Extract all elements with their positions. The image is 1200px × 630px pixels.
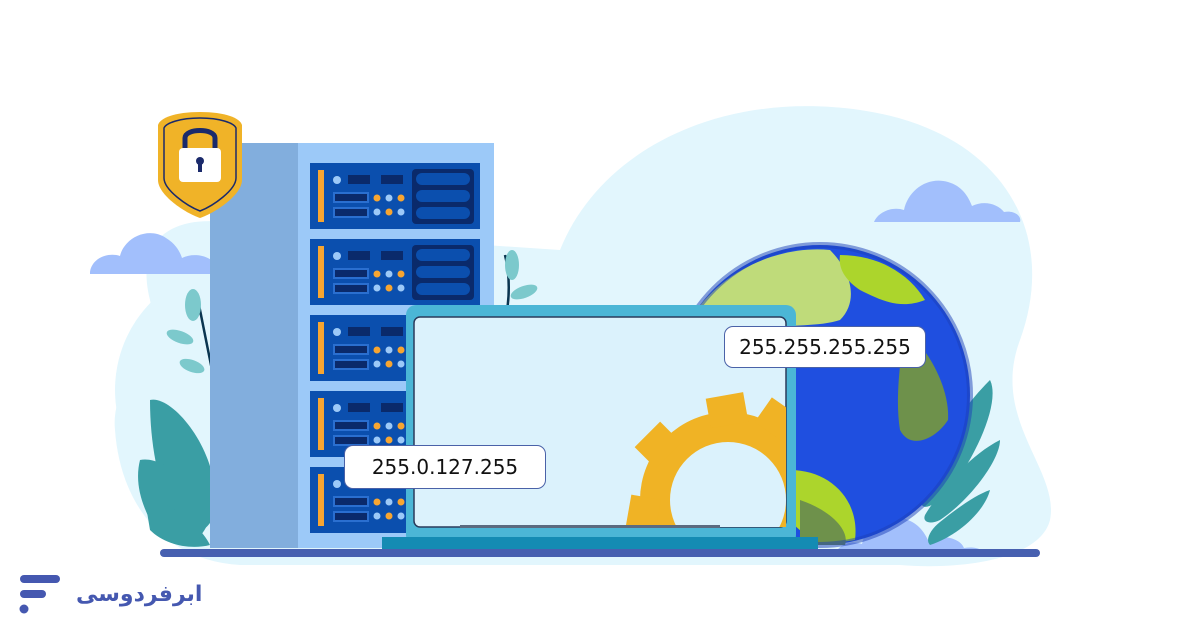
ground-line: [160, 549, 1040, 557]
gear-icon: [625, 392, 786, 527]
ip-address-text: 255.255.255.255: [739, 335, 911, 359]
ip-address-label-broadcast: 255.255.255.255: [724, 326, 926, 368]
shield-lock-icon: [158, 112, 242, 218]
leaf-plant-icon-small-left: [166, 289, 216, 381]
brand-name: ابرفردوسی: [76, 581, 203, 607]
ip-address-label-subnet: 255.0.127.255: [344, 445, 546, 489]
ip-address-text: 255.0.127.255: [371, 455, 519, 479]
stacked-bars-logo-icon: [19, 575, 60, 614]
brand-logo: ابرفردوسی: [18, 572, 202, 616]
leaf-plant-icon-middle: [503, 250, 538, 321]
cloud-icon-left: [90, 233, 237, 274]
leaf-plant-icon-left: [138, 399, 215, 547]
cloud-icon-right: [874, 180, 1021, 222]
